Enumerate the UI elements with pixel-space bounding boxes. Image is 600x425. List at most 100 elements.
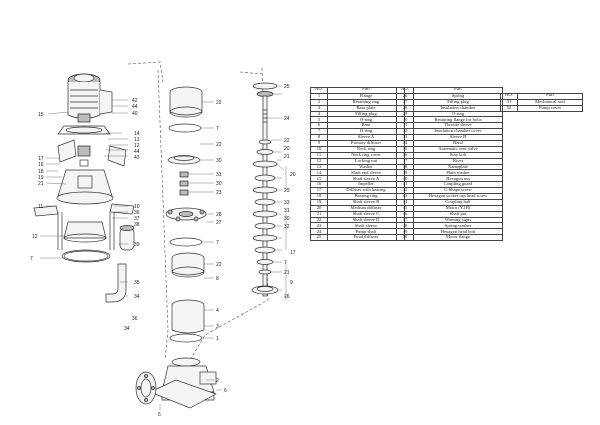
callout: 14 (134, 131, 140, 137)
insulation-chamber-cover (165, 207, 207, 222)
part-name-cell: Plain washer (413, 169, 503, 177)
callout: 10 (134, 204, 140, 210)
o-ring (168, 123, 202, 133)
retaining-flange (167, 155, 201, 165)
bend-pipe (105, 263, 127, 303)
callout: 34 (124, 326, 130, 332)
callout: 35 (134, 280, 140, 286)
callout: 42 (132, 98, 138, 104)
callout: 5 (158, 412, 161, 418)
callouts-right: 25 24 22 20 20 21 29 33 31 30 32 17 7 21… (267, 84, 296, 300)
callout: 36 (132, 316, 138, 322)
callout: 37 (134, 216, 140, 222)
callout: 38 (134, 222, 140, 228)
sleeve-a (169, 86, 203, 118)
callout: 22 (216, 262, 222, 268)
part-name-cell: Coupling guard (413, 181, 503, 189)
callout: 23 (216, 190, 222, 196)
callouts-top-right-pump: 42 44 40 (112, 98, 138, 117)
part-name-cell: Motor flange (413, 234, 503, 242)
callout: 22 (216, 100, 222, 106)
part-name-cell: C-Shape screw (413, 187, 503, 195)
coupling-half (77, 145, 91, 167)
part-number-cell: 50 (396, 234, 414, 242)
part-name-cell: Hexagon socket cap head screw (413, 193, 503, 200)
insulation-chamber (63, 221, 107, 243)
callout: 44 (134, 149, 140, 155)
callout: 33 (284, 200, 290, 206)
assembly-axis (239, 71, 263, 75)
callout: 31 (216, 172, 222, 178)
callout: 44 (132, 104, 138, 110)
assembly-axis (127, 61, 164, 83)
callout: 29 (284, 188, 290, 194)
flange (135, 371, 157, 405)
callout: 17 (38, 156, 44, 162)
callout: 22 (216, 142, 222, 148)
callout: 21 (284, 154, 290, 160)
callout: 13 (134, 137, 140, 143)
callouts-bottom: 36 34 (124, 316, 138, 332)
callout: 21 (284, 270, 290, 276)
small-fittings (179, 171, 189, 196)
part-name-cell: Shaft pin (413, 210, 503, 218)
part-name-cell: Bend (413, 140, 503, 147)
callout: 31 (284, 208, 290, 214)
motor-flange (57, 125, 111, 135)
pump-shaft (262, 95, 268, 297)
part-name-cell: Hexagon head bolt (413, 228, 503, 236)
callout: 26 (284, 294, 290, 300)
sleeve-b (171, 252, 205, 278)
callout: 12 (134, 143, 140, 149)
callout: 34 (134, 294, 140, 300)
callout: 4 (216, 308, 219, 314)
part-name-cell: Motor (Y2H) (413, 204, 503, 212)
bracket-plate (33, 203, 135, 217)
callout: 7 (216, 240, 219, 246)
callout: 30 (216, 181, 222, 187)
callout: 1 (216, 336, 219, 342)
callout: 21 (38, 181, 44, 187)
callout: 8 (216, 276, 219, 282)
callout: 17 (290, 250, 296, 256)
part-name-cell: Stay bolt (413, 151, 503, 159)
callout: 7 (216, 126, 219, 132)
o-ring (61, 249, 111, 263)
callout: 16 (38, 162, 44, 168)
callout: 3 (216, 324, 219, 330)
part-name-cell: Insulation chamber cover (413, 128, 503, 136)
callout: 36 (134, 210, 140, 216)
coupling-guard (57, 139, 127, 167)
callout: 24 (284, 116, 290, 122)
callouts-mid: 22 7 22 30 31 30 23 28 27 7 22 8 4 3 1 2… (158, 100, 227, 418)
callout: 6 (224, 388, 227, 394)
part-name-cell: Warning signs (413, 216, 503, 224)
callout: 27 (216, 220, 222, 226)
callout: 30 (284, 216, 290, 222)
callout: 9 (290, 280, 293, 286)
